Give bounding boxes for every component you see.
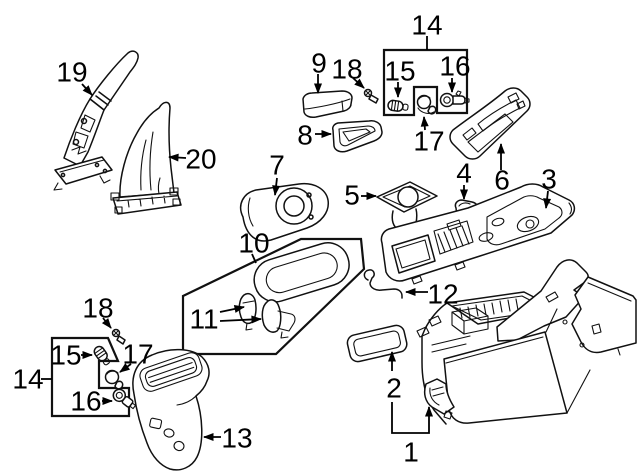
callout-9[interactable]: 9 (311, 48, 327, 79)
group-box-14-bottom (50, 336, 131, 418)
callout-7[interactable]: 7 (269, 150, 285, 181)
part-socket-top (439, 90, 470, 108)
part-console-tray (332, 120, 383, 153)
callout-18-top[interactable]: 18 (331, 54, 362, 85)
callout-8[interactable]: 8 (297, 120, 313, 151)
callout-18-bottom[interactable]: 18 (82, 293, 113, 324)
callout-1[interactable]: 1 (403, 437, 419, 468)
callout-5[interactable]: 5 (344, 180, 360, 211)
callout-20[interactable]: 20 (185, 144, 216, 175)
leader-1-bracket (391, 402, 433, 434)
callout-13[interactable]: 13 (221, 423, 252, 454)
leader-20 (168, 153, 187, 162)
part-brake-boot (110, 101, 182, 215)
callout-15-top[interactable]: 15 (384, 56, 415, 87)
part-lighter-bottom (104, 369, 124, 390)
callout-17-bottom[interactable]: 17 (122, 339, 153, 370)
part-shift-boot-ring (239, 182, 329, 242)
callout-16-top[interactable]: 16 (439, 51, 470, 82)
callout-14-top[interactable]: 14 (411, 10, 442, 41)
leader-3 (543, 190, 552, 209)
leader-10-connector (251, 253, 257, 264)
part-screw-bottom (111, 328, 126, 345)
part-console-upper-panel (380, 183, 576, 285)
leader-17-top (420, 116, 429, 131)
callout-12[interactable]: 12 (427, 279, 458, 310)
part-console-pad (302, 90, 353, 118)
leader-11a (219, 305, 245, 313)
part-armrest-lid (253, 242, 350, 303)
leader-11b (219, 315, 262, 324)
part-console-mat (346, 324, 408, 363)
leader-lines (41, 36, 552, 441)
leader-18-bottom (101, 317, 112, 329)
callout-labels: 19 20 9 18 14 15 16 17 8 7 5 4 6 3 10 11… (12, 10, 556, 468)
callout-11[interactable]: 11 (189, 304, 218, 335)
part-bulb-bottom (93, 345, 111, 366)
callout-16-bottom[interactable]: 16 (70, 386, 101, 417)
leader-18-top (352, 77, 365, 89)
part-bulb-top (387, 99, 409, 112)
callout-2[interactable]: 2 (386, 373, 402, 404)
callout-3[interactable]: 3 (541, 164, 557, 195)
callout-15-bottom[interactable]: 15 (50, 340, 81, 371)
leader-19 (81, 83, 93, 96)
part-rear-trim-panel (132, 348, 210, 471)
part-front-bracket (449, 87, 531, 160)
callout-10[interactable]: 10 (238, 228, 269, 259)
part-lighter-top (416, 94, 437, 115)
callout-14-bottom[interactable]: 14 (12, 364, 43, 395)
callout-19[interactable]: 19 (56, 57, 87, 88)
part-parking-brake-lever (53, 50, 139, 191)
callout-17-top[interactable]: 17 (413, 126, 444, 157)
part-console-body (416, 259, 637, 425)
callout-4[interactable]: 4 (456, 158, 472, 189)
callout-6[interactable]: 6 (494, 165, 510, 196)
part-screw-top (363, 88, 379, 104)
leader-17-bottom (119, 363, 132, 373)
part-wire-clip (363, 269, 403, 299)
part-socket-bottom (112, 388, 137, 410)
leader-7 (272, 177, 281, 196)
